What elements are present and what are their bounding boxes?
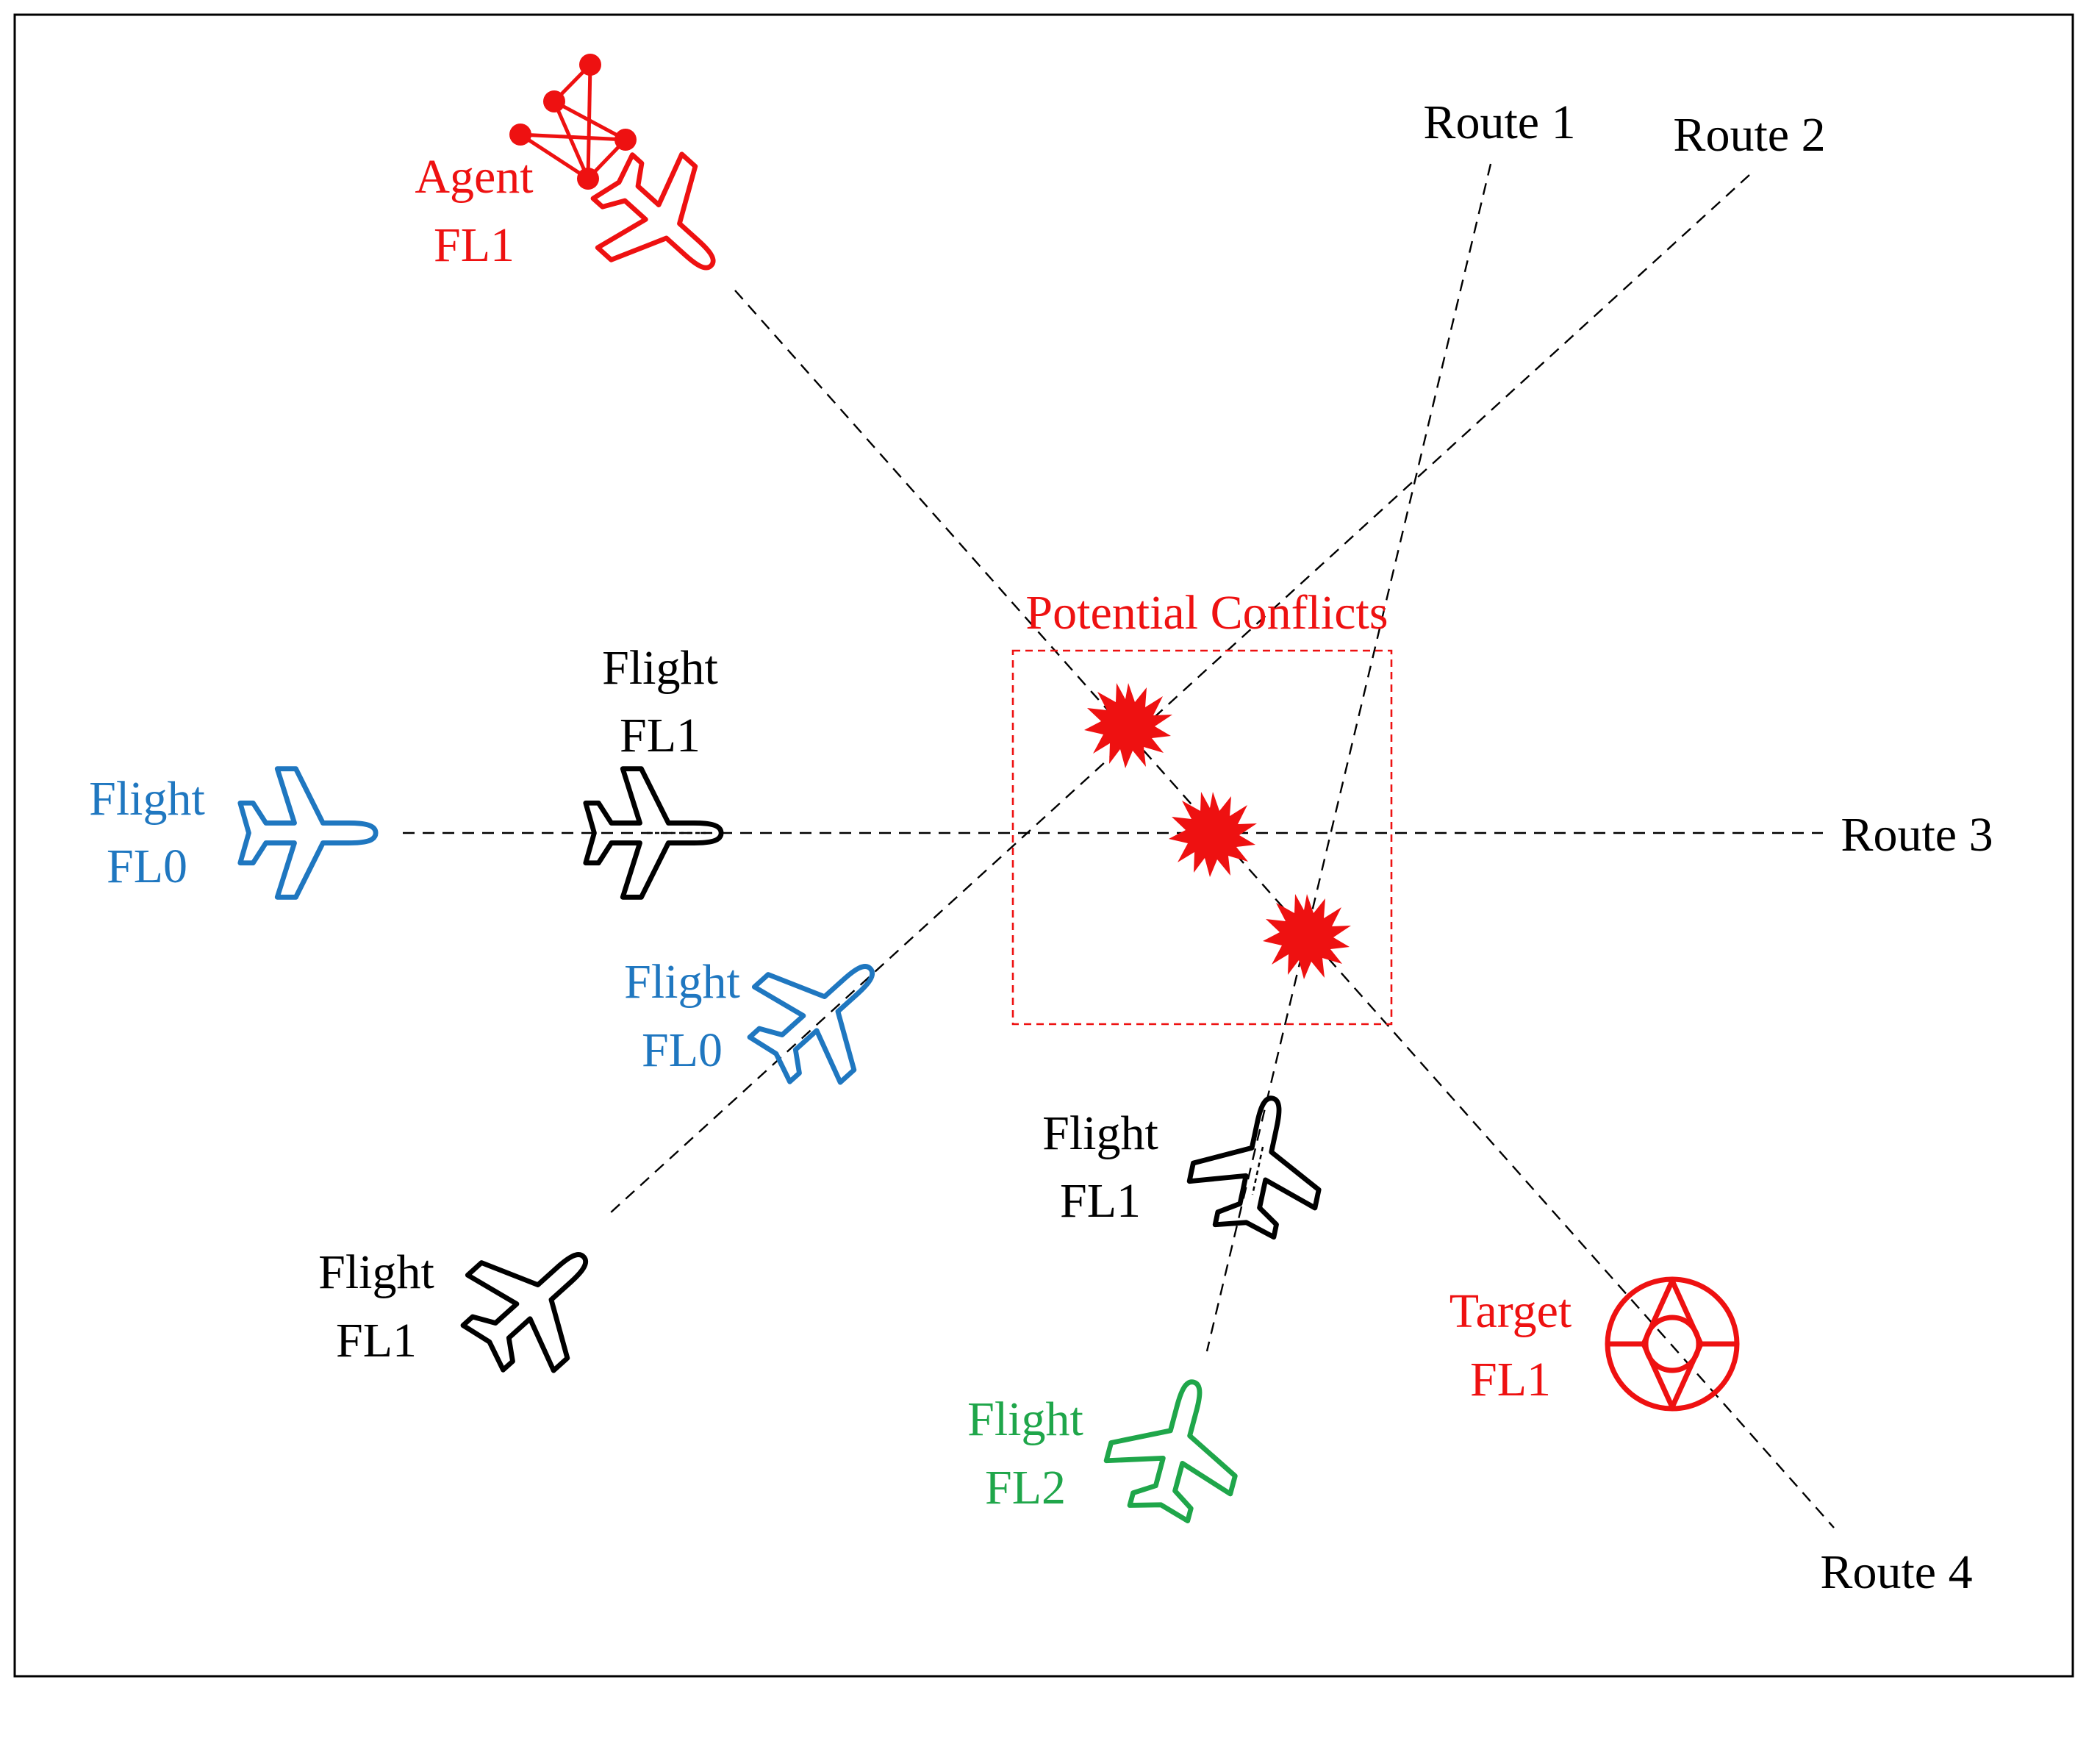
agent-label-line1: Agent	[415, 150, 533, 204]
fuselage-detail	[1251, 1146, 1264, 1195]
route-4-line	[734, 290, 1835, 1528]
flight-airplane-icon	[240, 769, 376, 898]
flight-label-line1: Flight	[89, 772, 205, 826]
network-icon	[509, 54, 637, 190]
compass-target-icon	[1605, 1276, 1740, 1412]
conflict-burst-icon	[1263, 894, 1351, 979]
flight-label-line2: FL1	[336, 1314, 417, 1367]
target-label-line1: Target	[1449, 1284, 1572, 1338]
flight-label-line1: Flight	[1042, 1106, 1158, 1160]
conflict-burst-icon	[1084, 683, 1172, 768]
flight-label-line1: Flight	[624, 955, 740, 1009]
flight-label-line2: FL2	[985, 1461, 1066, 1515]
flight-airplane-icon	[440, 1209, 627, 1395]
conflicts-title: Potential Conflicts	[1025, 586, 1388, 640]
flight-label-line2: FL0	[642, 1023, 723, 1077]
route-2-line	[609, 174, 1750, 1214]
route-1-label: Route 1	[1423, 96, 1575, 149]
flight-label-line1: Flight	[602, 641, 718, 695]
flight-label-line2: FL1	[1060, 1174, 1141, 1228]
conflict-region-box	[1011, 649, 1393, 1026]
diagram-frame	[13, 13, 2074, 1678]
flight-label-line2: FL0	[107, 840, 187, 893]
flight-airplane-icon	[727, 921, 914, 1107]
route-3-label: Route 3	[1841, 808, 1993, 862]
flight-label-line2: FL1	[620, 709, 700, 762]
route-1-line	[1205, 163, 1492, 1352]
flight-label-line1: Flight	[318, 1245, 434, 1299]
route-2-label: Route 2	[1673, 108, 1825, 162]
conflict-burst-icon	[1169, 792, 1257, 877]
target-label-line2: FL1	[1470, 1353, 1551, 1406]
agent-label-line2: FL1	[434, 218, 515, 272]
route-4-label: Route 4	[1820, 1545, 1972, 1599]
flight-label-line1: Flight	[967, 1392, 1083, 1446]
agent-airplane-icon	[570, 130, 753, 312]
flight-airplane-icon	[1097, 1365, 1255, 1529]
